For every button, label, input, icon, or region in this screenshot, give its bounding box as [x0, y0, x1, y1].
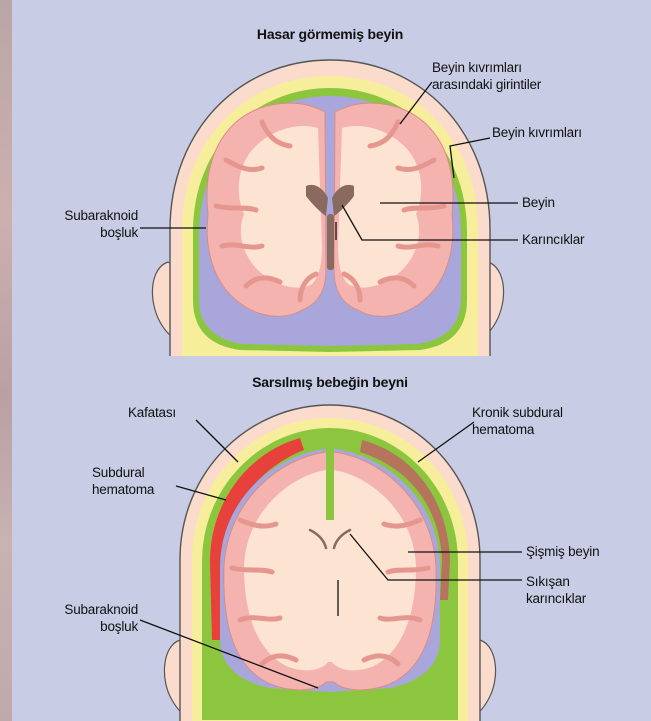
- label-gyri: Beyin kıvrımları: [492, 125, 582, 141]
- label-compressed-1: Sıkışan: [526, 574, 570, 590]
- leader-skull: [196, 420, 238, 462]
- shaken-head: [164, 405, 495, 721]
- label-sulci-2: arasındaki girintiler: [432, 77, 541, 93]
- label-subarachnoid-bottom-2: boşluk: [30, 619, 138, 635]
- label-subarachnoid-top-1: Subaraknoid: [30, 208, 138, 224]
- label-chronic-1: Kronik subdural: [472, 405, 563, 421]
- label-subarachnoid-top-2: boşluk: [30, 225, 138, 241]
- label-brain: Beyin: [522, 195, 555, 211]
- label-swollen-brain: Şişmiş beyin: [526, 544, 599, 560]
- label-chronic-2: hematoma: [472, 422, 534, 438]
- shaken-brain-title: Sarsılmış bebeğin beyni: [205, 374, 455, 390]
- falx: [326, 440, 334, 520]
- third-ventricle: [327, 214, 334, 270]
- label-subarachnoid-bottom-1: Subaraknoid: [30, 602, 138, 618]
- normal-brain-title: Hasar görmemiş beyin: [220, 26, 440, 42]
- normal-head: [152, 60, 503, 360]
- label-subdural-2: hematoma: [92, 482, 154, 498]
- label-compressed-2: karıncıklar: [526, 591, 586, 607]
- label-skull: Kafatası: [128, 405, 176, 421]
- label-ventricles: Karıncıklar: [522, 232, 584, 248]
- label-sulci-1: Beyin kıvrımları: [432, 60, 522, 76]
- label-subdural-1: Subdural: [92, 465, 144, 481]
